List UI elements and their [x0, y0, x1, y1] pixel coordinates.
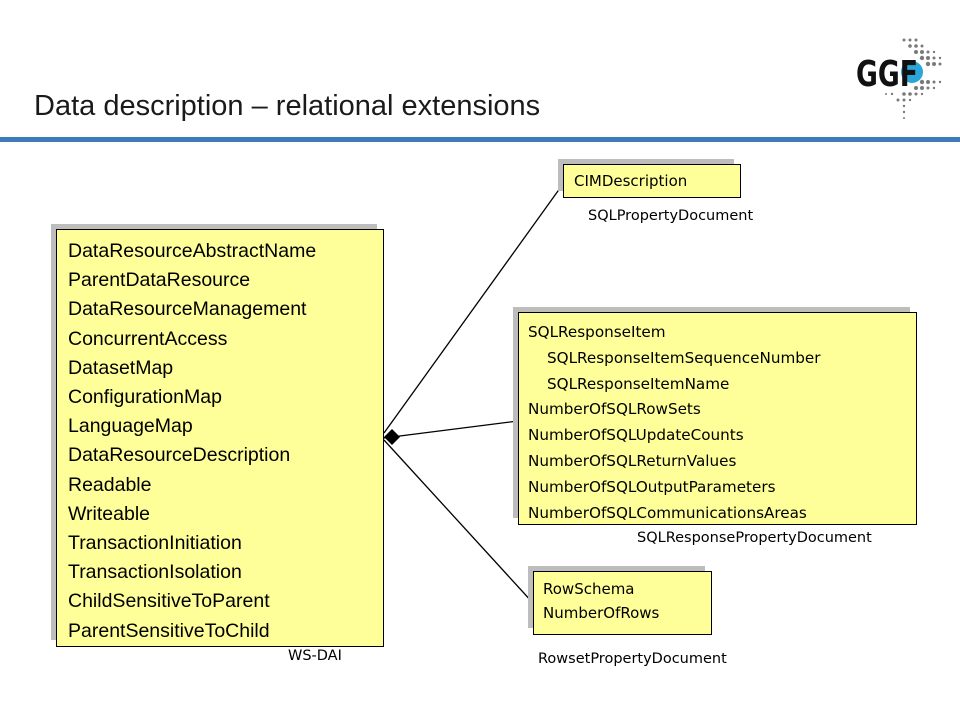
slide-title: Data description – relational extensions: [34, 90, 541, 122]
sql-property-document-caption: SQLPropertyDocument: [588, 208, 754, 224]
property-item: NumberOfSQLCommunicationsAreas: [528, 503, 807, 522]
property-item: DataResourceDescription: [68, 444, 291, 467]
property-item: TransactionIsolation: [68, 561, 242, 584]
aggregation-diamond: [384, 429, 400, 445]
property-item: Writeable: [68, 502, 151, 525]
property-item: Readable: [68, 473, 152, 496]
property-item: ParentDataResource: [68, 269, 251, 292]
property-subitem: SQLResponseItemSequenceNumber: [547, 348, 821, 367]
property-item: LanguageMap: [68, 415, 193, 438]
property-item: ChildSensitiveToParent: [68, 590, 270, 613]
property-item: ConcurrentAccess: [68, 327, 228, 350]
ggf-logo: GGF: [856, 38, 942, 119]
title-underline: [0, 137, 960, 142]
property-item: NumberOfRows: [543, 604, 660, 622]
sql-response-property-document-caption: SQLResponsePropertyDocument: [637, 530, 872, 546]
property-item: NumberOfSQLRowSets: [528, 400, 701, 419]
ws-dai-caption: WS-DAI: [288, 648, 342, 664]
sql-response-box: SQLResponseItem SQLResponseItemSequenceN…: [518, 312, 917, 525]
property-item: DataResourceManagement: [68, 298, 307, 321]
property-item: DataResourceAbstractName: [68, 240, 317, 262]
ws-dai-properties-box: DataResourceAbstractName ParentDataResou…: [56, 229, 384, 647]
property-item: NumberOfSQLOutputParameters: [528, 477, 776, 496]
rowset-property-document-caption: RowsetPropertyDocument: [538, 651, 727, 667]
property-item: ParentSensitiveToChild: [68, 619, 270, 642]
cim-description-box: CIMDescription: [563, 164, 741, 198]
connector-rowset: [383, 439, 534, 604]
logo-text: GGF: [856, 54, 918, 95]
property-item: RowSchema: [543, 580, 635, 598]
property-item: NumberOfSQLReturnValues: [528, 451, 737, 470]
property-item: ConfigurationMap: [68, 386, 222, 409]
property-subitem: SQLResponseItemName: [547, 374, 730, 393]
property-item: NumberOfSQLUpdateCounts: [528, 426, 744, 445]
property-item: CIMDescription: [574, 172, 688, 190]
connector-sql: [383, 420, 519, 439]
property-item: DatasetMap: [68, 356, 174, 379]
property-item: SQLResponseItem: [528, 323, 666, 341]
rowset-box: RowSchema NumberOfRows: [533, 571, 712, 635]
connector-cim: [383, 183, 564, 434]
property-item: TransactionInitiation: [68, 532, 242, 555]
